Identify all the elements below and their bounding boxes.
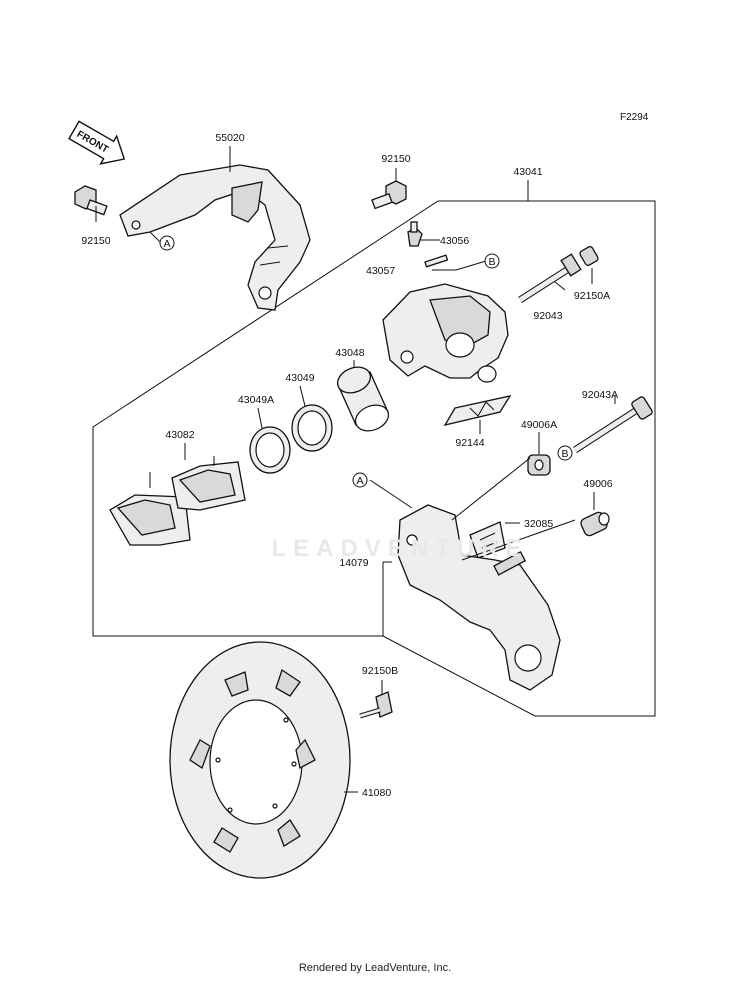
callout-a-top: A [159,235,175,251]
label-92043: 92043 [533,310,562,322]
svg-text:B: B [488,256,495,268]
label-92043A: 92043A [582,389,618,401]
label-92144: 92144 [455,437,484,449]
slide-pin-92043 [518,253,582,303]
label-43082: 43082 [165,429,194,441]
pin-43057 [424,254,449,268]
brake-disc-41080 [169,641,351,879]
label-92150-top: 92150 [381,153,410,165]
brake-pads-43082 [109,456,246,546]
label-49006: 49006 [583,478,612,490]
watermark-text: LEADVENTURE [271,535,529,562]
bolt-92150-top [371,180,407,210]
label-92150-left: 92150 [81,235,110,247]
assembly-outline [92,200,656,717]
label-43049: 43049 [285,372,314,384]
svg-text:A: A [163,238,170,250]
bolt-92150-left [74,185,108,216]
bleeder-43056 [407,221,423,247]
callout-b-top: B [484,253,500,269]
label-92150B: 92150B [362,665,398,677]
label-92150A: 92150A [574,290,610,302]
spring-92144 [443,395,512,426]
leader-lines [95,146,616,793]
label-43049A: 43049A [238,394,274,406]
brake-guard-55020 [119,164,311,311]
front-arrow-icon: FRONT [68,120,126,165]
label-43041: 43041 [513,166,542,178]
caliper-body [382,283,509,383]
boot-49006 [580,511,610,537]
bolt-92150B [359,691,393,719]
callout-a-bottom: A [352,472,368,488]
label-43048: 43048 [335,347,364,359]
label-49006A: 49006A [521,419,557,431]
label-41080: 41080 [362,787,391,799]
pin-92043A [573,396,653,453]
label-32085: 32085 [524,518,553,530]
label-14079: 14079 [339,557,368,569]
pad-spring-32085 [469,521,506,559]
svg-text:B: B [561,448,568,460]
callout-b-bottom: B [557,445,573,461]
svg-text:A: A [356,475,363,487]
cap-92150A [579,246,599,266]
footer-text: Rendered by LeadVenture, Inc. [298,962,452,974]
label-43056: 43056 [440,235,469,247]
label-55020: 55020 [215,132,244,144]
boot-49006A [527,454,551,476]
piston-43048 [336,366,389,432]
figure-code: F2294 [620,112,649,123]
label-43057: 43057 [366,265,395,277]
caliper-bracket-14079 [397,504,561,691]
